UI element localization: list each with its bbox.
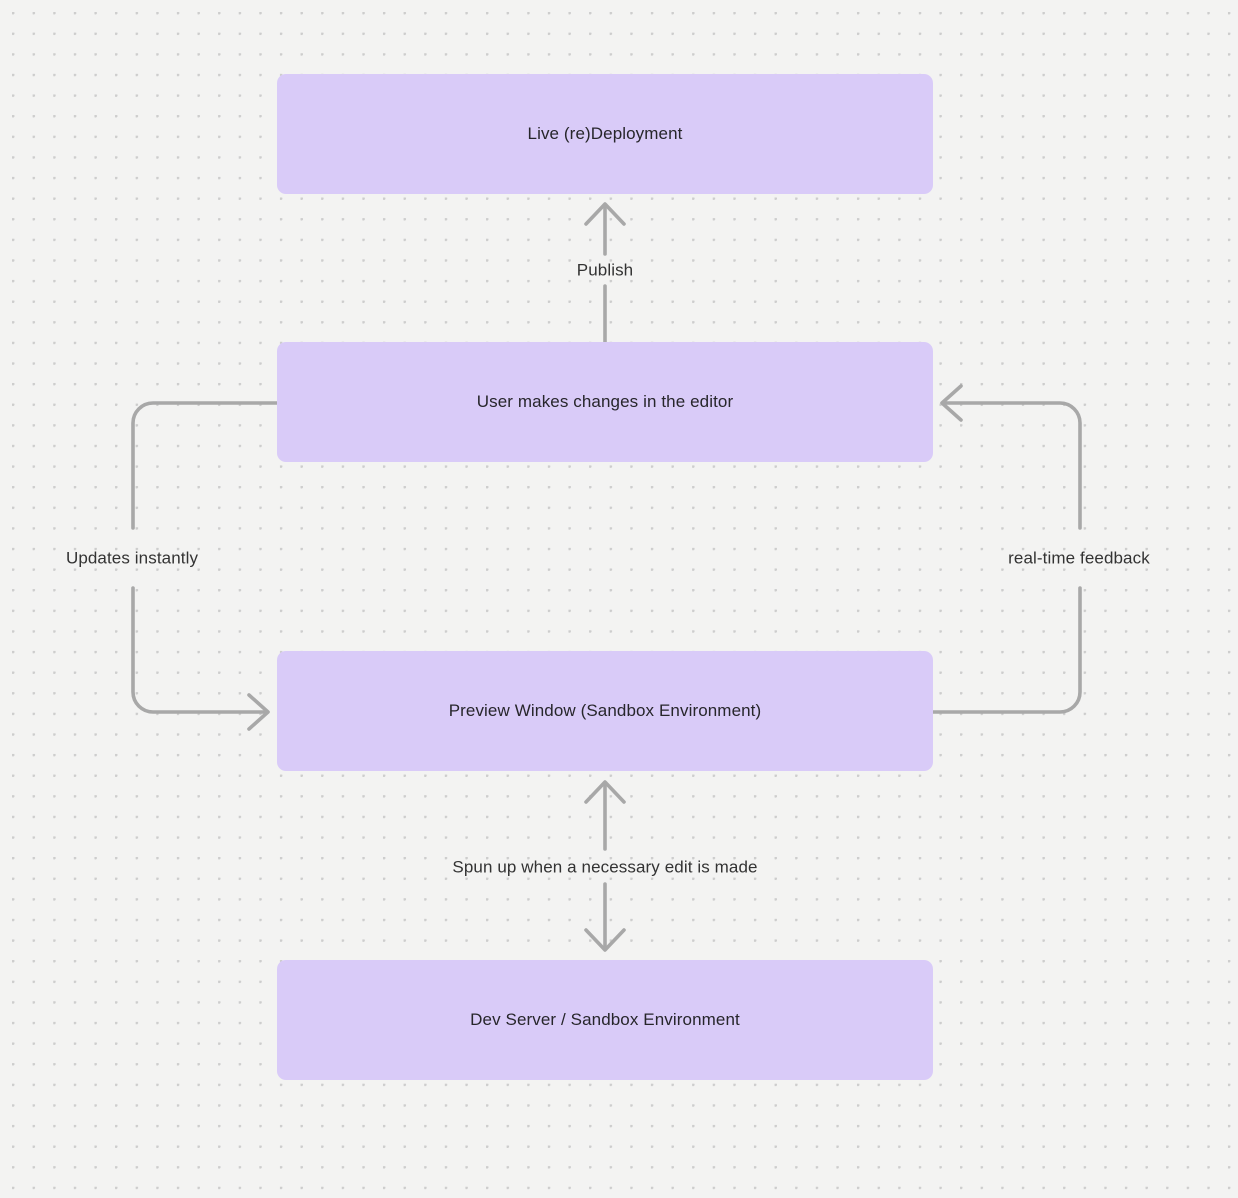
edge-publish-arrowhead-up-icon [584,202,626,226]
edge-updates-instantly-lower-segment [131,586,267,714]
edge-label-publish: Publish [576,260,634,280]
node-dev-server[interactable]: Dev Server / Sandbox Environment [277,960,933,1080]
edge-label-updates-instantly: Updates instantly [65,548,199,568]
edge-updates-instantly-upper-segment [131,401,279,530]
edge-label-real-time-feedback: real-time feedback [1008,548,1150,568]
edge-updates-instantly-arrowhead-right-icon [247,693,270,731]
node-live-deployment-label: Live (re)Deployment [527,123,683,143]
node-user-edits-label: User makes changes in the editor [476,391,734,411]
node-preview-window-label: Preview Window (Sandbox Environment) [448,700,762,720]
edge-label-spun-up: Spun up when a necessary edit is made [452,857,758,877]
edge-real-time-feedback-lower-segment [931,586,1082,714]
node-dev-server-label: Dev Server / Sandbox Environment [470,1009,740,1029]
node-user-edits[interactable]: User makes changes in the editor [277,342,933,462]
edge-real-time-feedback-upper-segment [943,401,1082,530]
node-preview-window[interactable]: Preview Window (Sandbox Environment) [277,651,933,771]
edge-spun-up-arrowhead-up-icon [584,780,626,804]
edge-real-time-feedback-arrowhead-left-icon [940,384,963,422]
node-live-deployment[interactable]: Live (re)Deployment [277,74,933,194]
edge-spun-up-arrowhead-down-icon [584,928,626,952]
